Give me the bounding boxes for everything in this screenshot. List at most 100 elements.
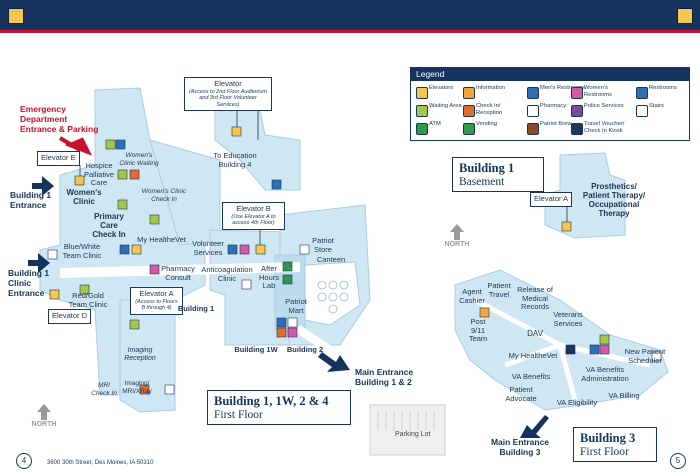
elevator-top-label: Elevator (214, 79, 242, 88)
elevator-b-box: Elevator B (Use Elevator A to access 4th… (222, 202, 285, 230)
legend-item: Information (463, 85, 529, 101)
basement-subtitle: Basement (459, 176, 505, 188)
post911-label: Post 9/11 Team (468, 317, 488, 343)
legend-item: Travel Voucher/ Check In Kiosk (571, 121, 637, 137)
to-education-label: To Education Building 4 (213, 151, 257, 169)
legend-item-label: Women's Restrooms (584, 85, 613, 98)
va-benefits-admin-label: VA Benefits Administration (581, 365, 629, 383)
womens-checkin-label: Women's Clinic Check In (141, 188, 187, 203)
mri-checkin-label: MRI Check In (91, 382, 117, 397)
legend-item: ATM (416, 121, 482, 137)
elevator-e-label: Elevator E (37, 151, 80, 166)
pharmacy-consult-label: Pharmacy Consult (161, 264, 195, 282)
legend-item: Patriot Brew (527, 121, 593, 137)
footer-address: 3600 30th Street, Des Moines, IA 50310 (47, 460, 154, 466)
elevator-top-box: Elevator (Access to 2nd Floor Auditorium… (184, 77, 272, 111)
elevator-a-box: Elevator A (Access to Floors B through 4… (130, 287, 183, 315)
womens-clinic-label: Women's Clinic (66, 188, 102, 206)
building-3 (454, 269, 669, 411)
building2-map-label: Building 2 (286, 345, 324, 354)
elevator-d-label: Elevator D (48, 309, 92, 324)
legend-item: Restrooms (636, 85, 700, 101)
building-3-subtitle: First Floor (580, 446, 629, 458)
building1w-map-label: Building 1W (234, 345, 278, 354)
legend-item: Vending (463, 121, 529, 137)
legend-item-label: Stairs (649, 103, 664, 109)
my-healthevet-b3-label: My HealtheVet (508, 351, 558, 360)
va-eligibility-label: VA Eligibility (556, 398, 598, 407)
parking-lot-label: Parking Lot (395, 431, 431, 438)
building-3-title-box: Building 3 First Floor (573, 427, 657, 462)
legend-item-label: Information (476, 85, 505, 91)
emergency-entrance-label: Emergency Department Entrance & Parking (20, 104, 99, 134)
canteen-label: Canteen (316, 255, 346, 264)
education-wing (214, 109, 301, 191)
legend-item: Pharmacy (527, 103, 593, 119)
elevator-a-note: (Access to Floors B through 4) (135, 298, 178, 312)
release-records-label: Release of Medical Records (517, 285, 553, 311)
patient-advocate-label: Patient Advocate (505, 385, 537, 403)
elevator-b-note: (Use Elevator A to access 4th Floor) (231, 213, 276, 227)
legend-item: Stairs (636, 103, 700, 119)
my-healthevet-label: My HealtheVet (137, 235, 186, 244)
legend-item: Waiting Area (416, 103, 482, 119)
blue-white-label: Blue/White Team Clinic (62, 242, 102, 260)
atm-icon (416, 123, 428, 135)
corridor (295, 325, 360, 372)
va-billing-label: VA Billing (608, 391, 640, 400)
volunteer-label: Volunteer Services (192, 239, 224, 257)
legend-item: Check In/ Reception (463, 103, 529, 119)
building1-entrance-arrow (32, 176, 54, 196)
building-3-title: Building 3 (580, 431, 636, 445)
police-icon (571, 105, 583, 117)
emergency-arrow (58, 136, 93, 156)
after-hours-label: After Hours Lab (258, 264, 279, 290)
prosthetics-label: Prosthetics/ Patient Therapy/ Occupation… (582, 182, 646, 218)
elevator-a-basement-label: Elevator A (530, 192, 573, 207)
legend-item-label: Police Services (584, 103, 624, 109)
parking-lot (369, 404, 446, 456)
building-1-title-box: Building 1, 1W, 2 & 4 First Floor (207, 390, 351, 425)
va-benefits-label: VA Benefits (511, 372, 551, 381)
building1-entrance-label: Building 1 Entrance (10, 190, 52, 210)
corridor (60, 262, 300, 278)
red-gold-label: Red/Gold Team Clinic (68, 291, 108, 309)
legend-item: Elevators (416, 85, 482, 101)
patriot-brew-icon (527, 123, 539, 135)
check-in-icon (463, 105, 475, 117)
pharmacy-icon (527, 105, 539, 117)
building1-map-label: Building 1 (177, 304, 215, 313)
brand-flag-icon (8, 8, 24, 24)
header-stripe (0, 30, 700, 33)
elevator-a-label: Elevator A (139, 289, 174, 298)
main-entrance-12-label: Main Entrance Building 1 & 2 (355, 367, 414, 387)
main-entrance-3-arrow (520, 415, 549, 438)
north-label: NORTH (444, 241, 470, 248)
main-entrance-3-label: Main Entrance Building 3 (490, 437, 550, 457)
patriot-store-label: Patriot Store (312, 236, 334, 254)
patient-travel-label: Patient Travel (487, 281, 511, 299)
travel-voucher-icon (571, 123, 583, 135)
building-1-subtitle: First Floor (214, 409, 263, 421)
brand-flag-icon (677, 8, 693, 24)
legend-item-label: Waiting Area (429, 103, 462, 109)
hospice-label: Hospice Palliative Care (84, 161, 115, 187)
imaging-reception-label: Imaging Reception (124, 347, 156, 362)
legend-item-label: Vending (476, 121, 497, 127)
womens-waiting-label: Women's Clinic Waiting (119, 152, 159, 167)
womens-restroom-icon (571, 87, 583, 99)
waiting-area-icon (416, 105, 428, 117)
patriot-mart-label: Patriot Mart (285, 297, 307, 315)
page-number-left: 4 (16, 453, 32, 469)
north-arrow-icon (37, 404, 51, 420)
mens-restroom-icon (527, 87, 539, 99)
imaging-label: Imaging/ MRI/XRay (122, 380, 152, 395)
legend-item-label: ATM (429, 121, 441, 127)
veterans-services-label: Veterans Services (553, 310, 583, 328)
legend-item: Men's Restrooms (527, 85, 593, 101)
legend-item-label: Elevators (429, 85, 454, 91)
main-entrance-arrow (318, 352, 350, 372)
basement-title-box: Building 1 Basement (452, 157, 544, 192)
